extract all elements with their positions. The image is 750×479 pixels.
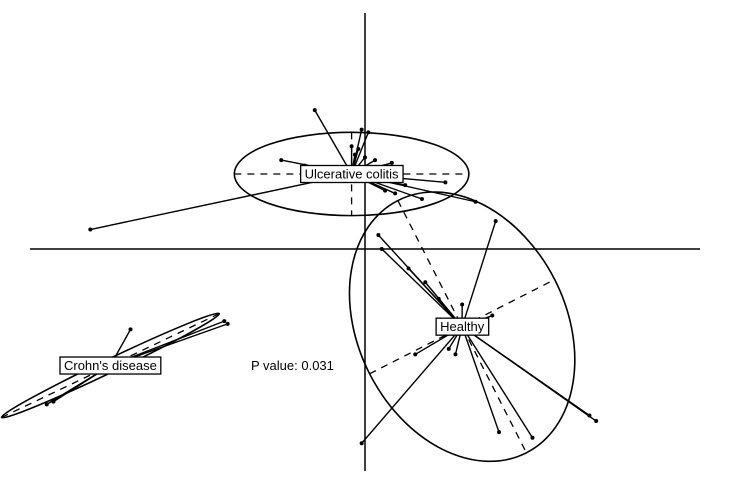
- point-healthy-7: [490, 313, 495, 318]
- point-ulcerative-colitis-8: [363, 155, 367, 160]
- point-ulcerative-colitis-2: [366, 130, 371, 135]
- link-healthy-15: [361, 326, 463, 444]
- link-ulcerative-colitis-0: [314, 109, 353, 175]
- point-crohn-s-disease-0: [225, 321, 230, 326]
- link-healthy-2: [381, 248, 463, 328]
- point-healthy-4: [423, 280, 428, 285]
- point-crohn-s-disease-1: [222, 319, 227, 324]
- label-box-crohn-s-disease: [59, 356, 162, 375]
- label-crohn-s-disease: Crohn's disease: [59, 356, 162, 375]
- point-healthy-10: [413, 352, 418, 357]
- point-healthy-2: [379, 246, 384, 251]
- point-ulcerative-colitis-16: [419, 196, 424, 201]
- point-healthy-9: [453, 352, 458, 357]
- point-healthy-14: [530, 435, 535, 440]
- p-value-annotation: P value: 0.031: [251, 358, 334, 373]
- point-crohn-s-disease-4: [44, 402, 49, 407]
- group-ulcerative-colitis: [88, 108, 478, 232]
- point-healthy-12: [594, 419, 599, 424]
- point-ulcerative-colitis-4: [279, 158, 284, 163]
- link-healthy-0: [461, 220, 497, 327]
- link-healthy-13: [461, 326, 500, 433]
- point-healthy-6: [460, 302, 465, 307]
- point-ulcerative-colitis-0: [312, 108, 317, 113]
- point-healthy-15: [359, 441, 364, 446]
- label-text-ulcerative-colitis: Ulcerative colitis: [305, 166, 399, 181]
- ellipse-major-axis-healthy: [369, 278, 555, 375]
- point-ulcerative-colitis-3: [356, 147, 361, 152]
- point-ulcerative-colitis-6: [349, 144, 354, 149]
- point-ulcerative-colitis-12: [443, 180, 448, 185]
- point-ulcerative-colitis-7: [352, 152, 357, 157]
- point-ulcerative-colitis-9: [373, 158, 378, 163]
- label-text-crohn-s-disease: Crohn's disease: [64, 358, 157, 373]
- link-healthy-12: [461, 326, 597, 422]
- point-crohn-s-disease-2: [128, 327, 133, 332]
- point-ulcerative-colitis-17: [88, 227, 93, 232]
- point-healthy-1: [376, 233, 381, 238]
- point-healthy-5: [436, 296, 441, 301]
- link-ulcerative-colitis-17: [90, 173, 352, 231]
- point-ulcerative-colitis-10: [389, 160, 394, 165]
- point-healthy-0: [493, 219, 498, 224]
- label-ulcerative-colitis: Ulcerative colitis: [299, 164, 404, 184]
- point-healthy-3: [406, 266, 411, 271]
- label-box-healthy: [435, 317, 490, 336]
- group-layers: [0, 108, 599, 463]
- point-healthy-8: [446, 346, 451, 351]
- point-ulcerative-colitis-1: [359, 127, 364, 132]
- label-box-ulcerative-colitis: [299, 164, 404, 184]
- point-ulcerative-colitis-15: [393, 191, 398, 196]
- label-healthy: Healthy: [435, 317, 490, 336]
- group-healthy: [348, 191, 599, 463]
- point-healthy-13: [497, 430, 501, 435]
- link-healthy-14: [461, 326, 534, 439]
- ellipse-minor-axis-healthy: [397, 200, 527, 454]
- label-text-healthy: Healthy: [440, 319, 485, 334]
